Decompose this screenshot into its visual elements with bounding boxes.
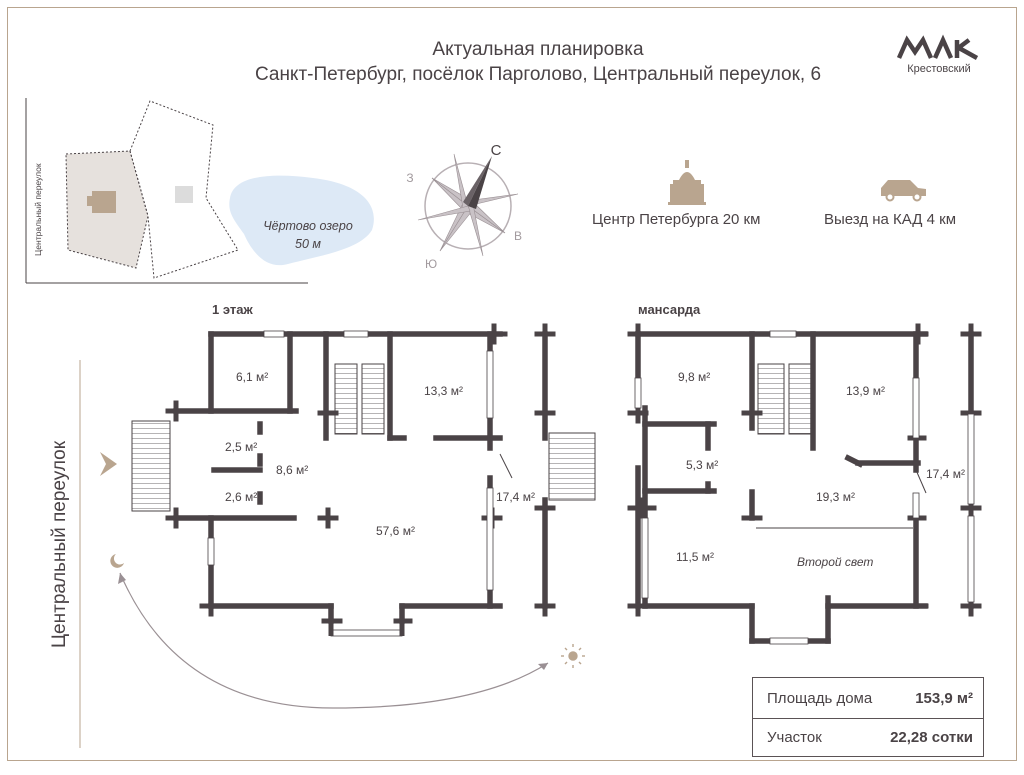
- attic-room-f: 11,5 м²: [676, 550, 714, 564]
- f1-room-b: 2,5 м²: [225, 440, 257, 454]
- house-footprint-icon: [92, 191, 116, 213]
- side-street: Центральный переулок: [49, 360, 585, 748]
- compass-rose-icon: С З В Ю: [406, 142, 522, 271]
- plan-drawing: Центральный переулок Чёртово озеро 50 м: [25, 98, 982, 748]
- site-map: Центральный переулок Чёртово озеро 50 м: [25, 98, 374, 284]
- attic-label: мансарда: [638, 302, 701, 317]
- compass-south: Ю: [425, 257, 437, 271]
- sun-path-arc: [119, 572, 549, 709]
- second-light-label: Второй свет: [797, 555, 873, 569]
- house-area-row: Площадь дома 153,9 м²: [767, 690, 973, 707]
- f1-room-a: 6,1 м²: [236, 370, 268, 384]
- page-title: Актуальная планировка: [432, 39, 644, 60]
- house-area-value: 153,9 м²: [915, 690, 973, 707]
- outbuilding-icon: [175, 186, 193, 203]
- floor1-plan: 1 этаж: [131, 302, 596, 637]
- sun-icon: [561, 644, 585, 668]
- site-street-label: Центральный переулок: [33, 163, 43, 256]
- lake-name: Чёртово озеро: [263, 219, 353, 233]
- plot-row: Участок 22,28 сотки: [767, 729, 973, 746]
- f1-room-g: 17,4 м²: [496, 490, 535, 504]
- summary-divider: [753, 718, 983, 719]
- page-subtitle-address: Санкт-Петербург, посёлок Парголово, Цент…: [254, 64, 822, 85]
- attic-room-b: 13,9 м²: [846, 384, 885, 398]
- logo-mark-icon: [896, 34, 979, 60]
- attic-room-a: 9,8 м²: [678, 370, 710, 384]
- f1-room-f: 57,6 м²: [376, 524, 415, 538]
- entrance-arrow-icon: [100, 452, 117, 476]
- logo: Крестовский: [884, 34, 994, 75]
- logo-text: Крестовский: [907, 63, 971, 75]
- floor1-label: 1 этаж: [212, 302, 253, 317]
- page: Актуальная планировка Санкт-Петербург, п…: [7, 7, 1017, 761]
- f1-room-d: 2,6 м²: [225, 490, 257, 504]
- distance-center: Центр Петербурга 20 км: [592, 211, 761, 228]
- side-street-label: Центральный переулок: [49, 440, 70, 648]
- car-icon: [881, 180, 926, 202]
- lake-shape: [229, 175, 374, 266]
- compass-north: С: [491, 142, 502, 159]
- attic-plan: мансарда: [627, 302, 982, 645]
- compass-east: В: [514, 229, 522, 243]
- attic-room-e: 19,3 м²: [816, 490, 855, 504]
- lake-distance: 50 м: [295, 237, 321, 251]
- f1-room-e: 13,3 м²: [424, 384, 463, 398]
- landmark-icon: [668, 160, 706, 205]
- plot-value: 22,28 сотки: [890, 729, 973, 746]
- distance-ring-road: Выезд на КАД 4 км: [824, 211, 957, 228]
- plot-label: Участок: [767, 729, 822, 746]
- summary-box: Площадь дома 153,9 м² Участок 22,28 сотк…: [752, 677, 984, 757]
- attic-room-d: 17,4 м²: [926, 467, 965, 481]
- moon-icon: [110, 554, 124, 568]
- f1-room-c: 8,6 м²: [276, 463, 308, 477]
- attic-room-c: 5,3 м²: [686, 458, 718, 472]
- house-area-label: Площадь дома: [767, 690, 873, 707]
- compass-west: З: [406, 171, 413, 185]
